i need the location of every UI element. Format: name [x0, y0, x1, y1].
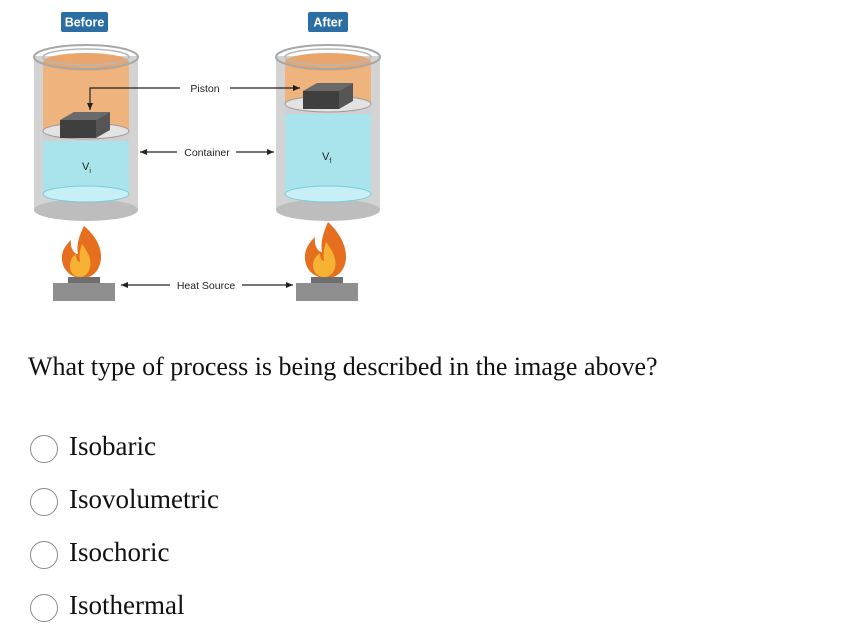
volume-initial-label: Vi: [82, 161, 91, 175]
heat-source-callout: Heat Source: [121, 280, 293, 292]
question-text: What type of process is being described …: [28, 352, 658, 381]
container-callout: Container: [140, 147, 274, 159]
option-isobaric[interactable]: Isobaric: [30, 420, 219, 473]
svg-text:After: After: [313, 16, 342, 30]
radio-button[interactable]: [30, 434, 58, 463]
svg-text:Before: Before: [65, 16, 105, 30]
option-isovolumetric[interactable]: Isovolumetric: [30, 473, 219, 526]
after-flame-icon: [304, 222, 347, 278]
svg-text:Piston: Piston: [190, 83, 219, 95]
after-cylinder: Vf: [275, 44, 381, 221]
volume-final-label: Vf: [322, 151, 331, 165]
piston-callout: Piston: [87, 83, 300, 110]
before-weight-block: [60, 112, 110, 138]
svg-text:Heat Source: Heat Source: [177, 280, 236, 292]
before-cylinder: Vi: [33, 44, 139, 221]
svg-text:Container: Container: [184, 147, 230, 159]
option-isothermal[interactable]: Isothermal: [30, 579, 219, 632]
radio-button[interactable]: [30, 487, 58, 516]
after-burner: [296, 277, 358, 301]
answer-options: Isobaric Isovolumetric Isochoric Isother…: [30, 420, 219, 632]
option-label: Isobaric: [69, 431, 156, 461]
option-label: Isochoric: [69, 537, 170, 567]
radio-button[interactable]: [30, 540, 58, 569]
after-weight-block: [303, 83, 353, 109]
after-badge: After: [308, 12, 348, 32]
before-badge: Before: [61, 12, 108, 32]
option-label: Isovolumetric: [69, 484, 219, 514]
piston-diagram: Before After Vi: [33, 12, 381, 301]
before-flame-icon: [61, 226, 102, 278]
option-isochoric[interactable]: Isochoric: [30, 526, 219, 579]
option-label: Isothermal: [69, 590, 185, 620]
before-burner: [53, 277, 115, 301]
radio-button[interactable]: [30, 593, 58, 622]
